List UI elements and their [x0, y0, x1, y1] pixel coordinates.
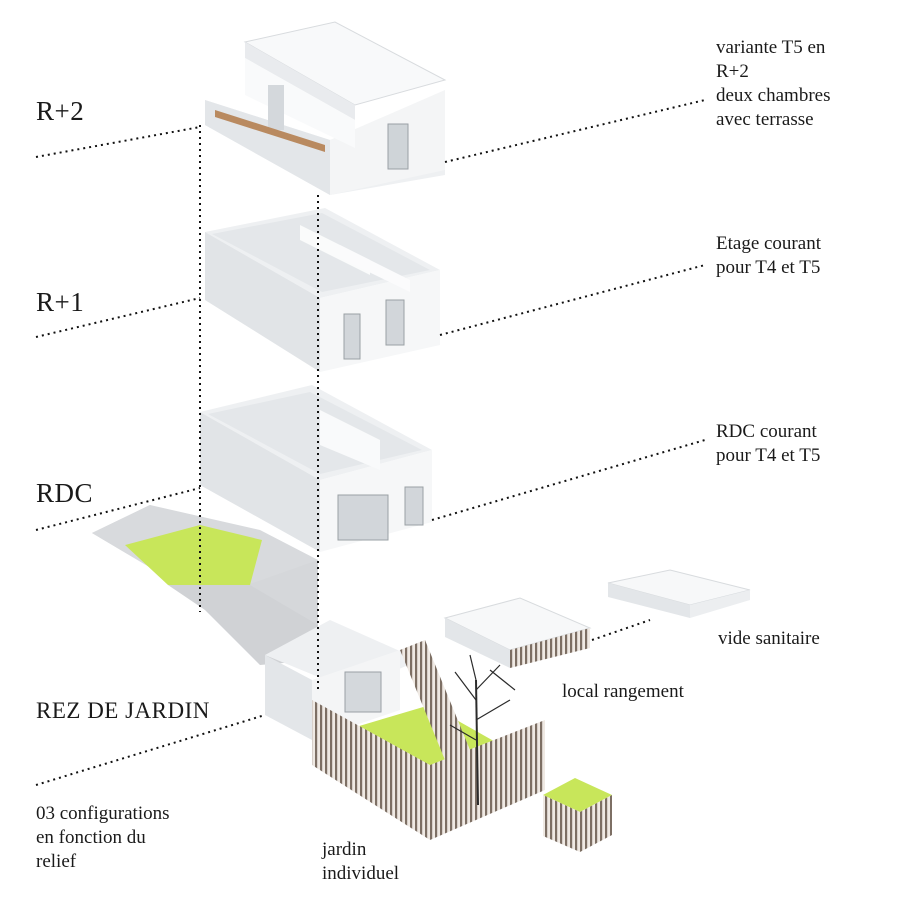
stair: [400, 640, 470, 760]
note-jardin-line: jardin: [322, 839, 367, 860]
level-label-rez-de-jardin: REZ DE JARDIN: [36, 698, 210, 723]
vide-sanitaire-volume: [607, 569, 751, 618]
note-rdc: RDC courant pour T4 et T5: [716, 420, 820, 468]
note-jardin: jardin individuel: [322, 838, 399, 886]
note-r1-line: Etage courant: [716, 233, 821, 254]
note-rdc-line: pour T4 et T5: [716, 445, 821, 466]
rdc-volume: [200, 385, 432, 552]
r2-terrace-deck: [215, 110, 325, 152]
lawn-patch: [125, 525, 262, 585]
note-r1: Etage courant pour T4 et T5: [716, 232, 821, 280]
fence-right: [430, 720, 545, 840]
rdc-window: [404, 486, 424, 526]
local-rangement-volume: [443, 597, 592, 668]
r1-window-left: [343, 313, 361, 360]
note-r2-line: deux chambres: [716, 85, 831, 106]
terrain-strip: [92, 505, 318, 665]
rez-de-jardin-volume: [265, 620, 545, 840]
level-label-rdc: RDC: [36, 478, 94, 508]
garden-box: [543, 778, 612, 852]
note-r2: variante T5 en R+2 deux chambres avec te…: [716, 36, 830, 132]
note-configurations: 03 configurations en fonction du relief: [36, 802, 170, 874]
level-label-r2: R+2: [36, 96, 85, 126]
r1-window-right: [385, 299, 405, 346]
note-local-rangement: local rangement: [562, 681, 684, 702]
note-configurations-line: 03 configurations: [36, 803, 170, 824]
note-r2-line: variante T5 en: [716, 37, 826, 58]
note-jardin-line: individuel: [322, 863, 400, 884]
vertical-alignment-lines: [199, 125, 319, 690]
rdc-bay-window: [337, 494, 389, 541]
note-configurations-line: en fonction du: [36, 827, 146, 848]
note-configurations-line: relief: [36, 851, 77, 872]
r2-volume: [205, 21, 447, 195]
r2-opening: [268, 85, 284, 130]
note-rdc-line: RDC courant: [716, 421, 817, 442]
leader-lines: [35, 99, 706, 786]
level-label-r1: R+1: [36, 287, 85, 317]
note-r2-line: avec terrasse: [716, 109, 814, 130]
r1-volume: [205, 208, 440, 372]
tree-icon: [449, 654, 516, 806]
note-r1-line: pour T4 et T5: [716, 257, 821, 278]
fence-front: [312, 700, 430, 840]
note-vide-sanitaire: vide sanitaire: [718, 628, 820, 649]
r2-window: [387, 123, 409, 170]
note-r2-line: R+2: [716, 61, 749, 82]
